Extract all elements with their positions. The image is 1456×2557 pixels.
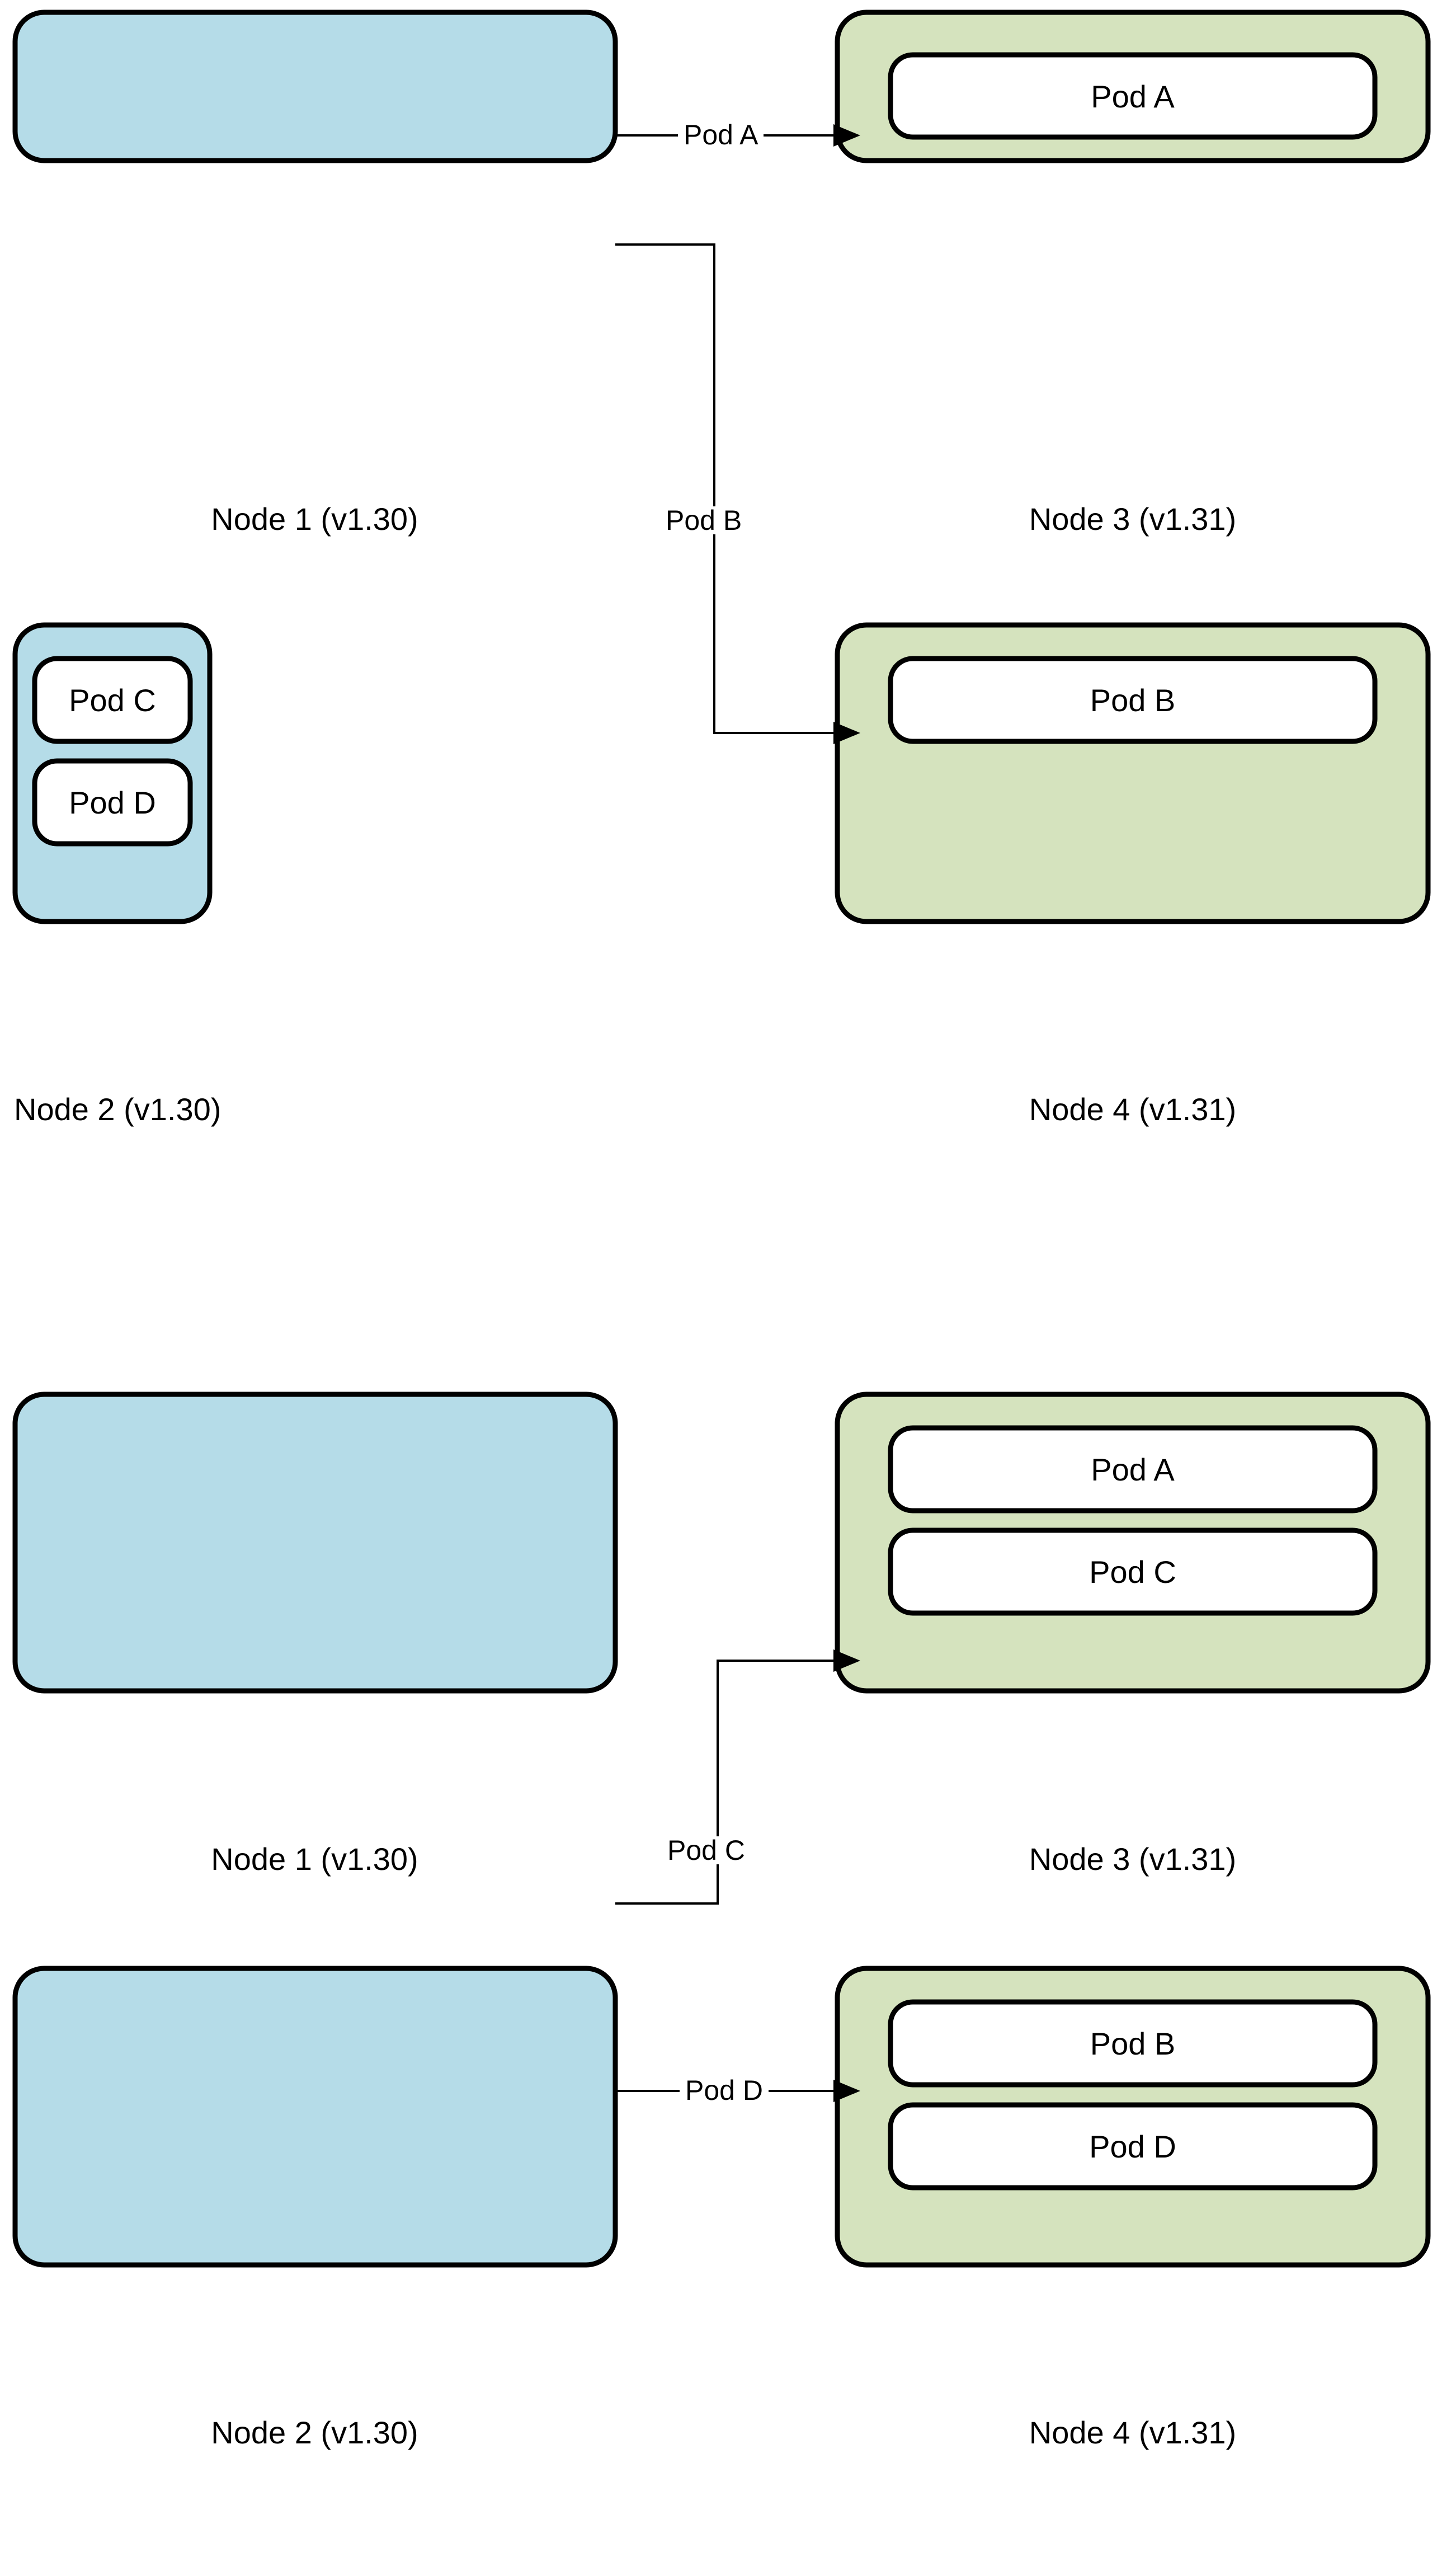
pod-d-node2-top-box[interactable] — [32, 758, 193, 847]
pod-a-node3-bottom-box[interactable] — [888, 1425, 1378, 1513]
node-3-top-label: Node 3 (v1.31) — [1029, 501, 1237, 537]
edge-pod-a-top-label: Pod A — [678, 121, 764, 149]
edge-pod-b-top-label: Pod B — [660, 506, 748, 534]
node-3-bottom-label: Node 3 (v1.31) — [1029, 1841, 1237, 1877]
pod-b-node4-bottom-label: Pod B — [1090, 2026, 1176, 2061]
pod-a-node3-top-box[interactable] — [888, 52, 1378, 140]
pod-b-node4-top-label: Pod B — [1090, 683, 1176, 718]
node-4-top-label: Node 4 (v1.31) — [1029, 1092, 1237, 1127]
pod-c-node3-bottom-box[interactable] — [888, 1527, 1378, 1616]
pod-d-node4-bottom-label: Pod D — [1089, 2129, 1176, 2164]
edge-pod-c-bottom-line — [615, 1649, 860, 1905]
pod-c-node2-top-label: Pod C — [69, 683, 156, 718]
pod-a-node3-top-label: Pod A — [1091, 79, 1175, 114]
node-2-bottom-label: Node 2 (v1.30) — [211, 2415, 418, 2450]
pod-a-node3-bottom-label: Pod A — [1091, 1452, 1175, 1487]
node-2-bottom-box[interactable] — [12, 1966, 618, 2268]
pod-d-node4-bottom-box[interactable] — [888, 2102, 1378, 2191]
node-2-top-label: Node 2 (v1.30) — [14, 1092, 222, 1127]
edge-pod-c-bottom-label: Pod C — [662, 1836, 751, 1864]
pod-d-node2-top-label: Pod D — [69, 785, 156, 820]
edge-pod-d-bottom-label: Pod D — [680, 2076, 769, 2104]
node-1-top-label: Node 1 (v1.30) — [211, 501, 418, 537]
node-1-bottom-label: Node 1 (v1.30) — [211, 1841, 418, 1877]
node-4-bottom-label: Node 4 (v1.31) — [1029, 2415, 1237, 2450]
pod-c-node3-bottom-label: Pod C — [1089, 1554, 1176, 1590]
pod-c-node2-top-box[interactable] — [32, 656, 193, 744]
pod-b-node4-top-box[interactable] — [888, 656, 1378, 744]
node-1-top-box[interactable] — [12, 10, 618, 163]
node-1-bottom-box[interactable] — [12, 1392, 618, 1694]
edge-pod-b-top-line — [615, 243, 860, 744]
pod-b-node4-bottom-box[interactable] — [888, 1999, 1378, 2088]
